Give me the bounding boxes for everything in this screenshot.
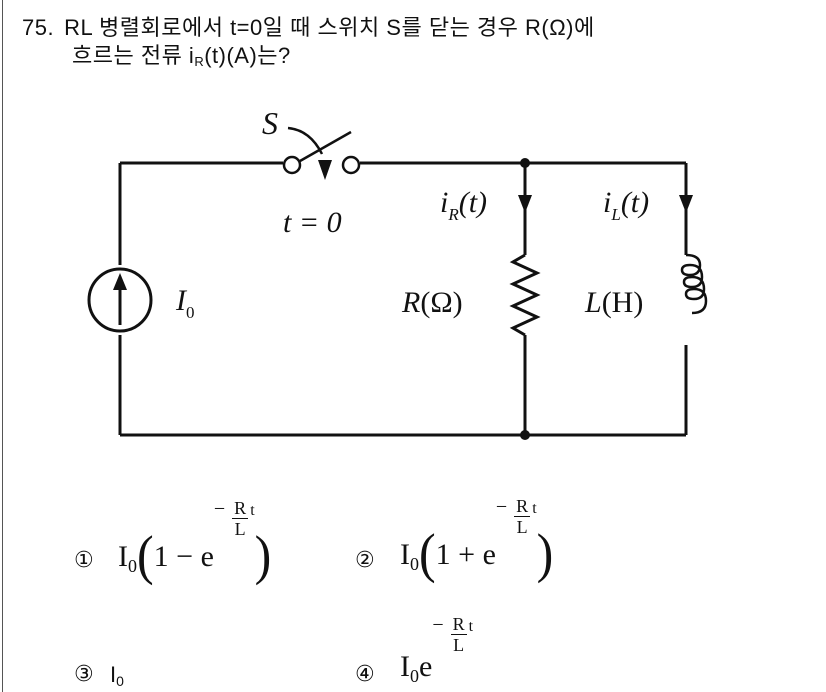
question-line-2: 흐르는 전류 iR(t)(A)는? xyxy=(72,43,291,69)
il-arrow-icon xyxy=(679,195,693,213)
inductor-coil xyxy=(680,253,708,315)
question-text: 75. RL 병렬회로에서 t=0일 때 스위치 S를 닫는 경우 R(Ω)에 흐… xyxy=(22,14,595,76)
resistor-label: R(Ω) xyxy=(401,286,463,319)
page-left-border xyxy=(2,0,3,692)
source-label: I0 xyxy=(175,284,195,322)
question-number: 75. xyxy=(22,15,55,40)
question-line-1: RL 병렬회로에서 t=0일 때 스위치 S를 닫는 경우 R(Ω)에 xyxy=(64,15,595,40)
option-4-marker[interactable]: ④ xyxy=(355,662,375,687)
inductor-label: L(H) xyxy=(584,286,643,319)
node-bottom xyxy=(520,430,530,440)
ir-arrow-icon xyxy=(518,195,532,213)
option-1-marker[interactable]: ① xyxy=(74,548,94,573)
current-source-icon xyxy=(87,267,153,333)
switch-label: S xyxy=(262,105,278,141)
switch-time-label: t = 0 xyxy=(283,206,342,239)
node-top xyxy=(520,158,530,168)
option-2-marker[interactable]: ② xyxy=(355,548,375,573)
il-label: iL(t) xyxy=(603,186,649,224)
option-3-marker[interactable]: ③ xyxy=(74,662,94,687)
ir-label: iR(t) xyxy=(440,186,487,224)
option-3-formula[interactable]: I0 xyxy=(110,662,124,689)
switch-icon xyxy=(282,126,361,175)
switch-arrow-icon xyxy=(318,160,332,180)
